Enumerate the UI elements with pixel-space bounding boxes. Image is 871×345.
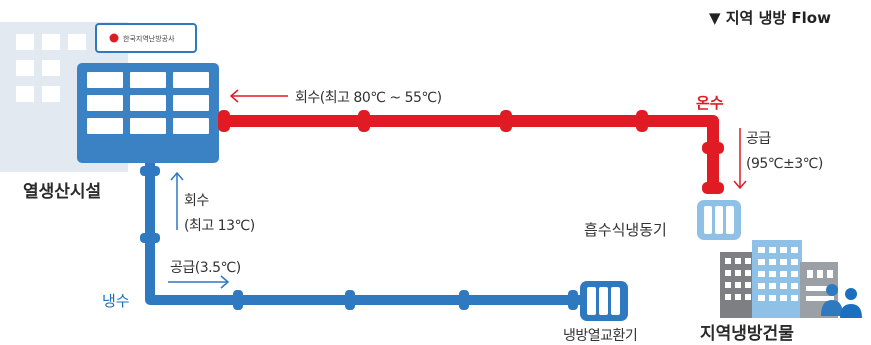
heat-exchanger-label: 냉방열교환기 xyxy=(563,328,638,344)
supply-bottom-arrow xyxy=(168,275,230,289)
district-buildings-icon xyxy=(720,240,862,318)
return-top-arrow xyxy=(229,89,288,103)
chilled-water-pipe xyxy=(140,163,590,310)
hot-water-label: 온수 xyxy=(696,94,724,112)
supply-bottom-label: 공급(3.5℃) xyxy=(170,260,241,276)
district-building-label: 지역냉방건물 xyxy=(700,324,794,344)
return-left-label-1: 회수 xyxy=(184,193,209,209)
supply-right-label-2: (95℃±3℃) xyxy=(746,156,823,172)
logo-mark-icon xyxy=(109,33,119,43)
absorption-chiller-icon xyxy=(697,200,741,240)
person-icon xyxy=(826,284,838,296)
chilled-water-label: 냉수 xyxy=(102,292,130,310)
supply-right-arrow xyxy=(733,128,747,190)
company-logo-sign: 한국지역난방공사 xyxy=(95,23,197,53)
plant-label: 열생산시설 xyxy=(23,182,102,202)
person-icon xyxy=(845,288,857,300)
pipe-joints xyxy=(218,110,724,194)
pipe-joints xyxy=(140,166,578,310)
absorption-chiller-label: 흡수식냉동기 xyxy=(584,221,667,239)
return-left-label-2: (최고 13℃) xyxy=(184,218,255,234)
heat-production-facility xyxy=(77,63,219,163)
heat-exchanger-icon xyxy=(580,281,628,321)
return-top-label: 회수(최고 80℃ ~ 55℃) xyxy=(295,90,442,106)
supply-right-label-1: 공급 xyxy=(746,131,771,147)
logo-text: 한국지역난방공사 xyxy=(123,34,175,43)
hot-water-pipe xyxy=(218,110,724,194)
diagram-title: ▼ 지역 냉방 Flow xyxy=(709,9,831,27)
return-left-arrow xyxy=(170,171,184,230)
